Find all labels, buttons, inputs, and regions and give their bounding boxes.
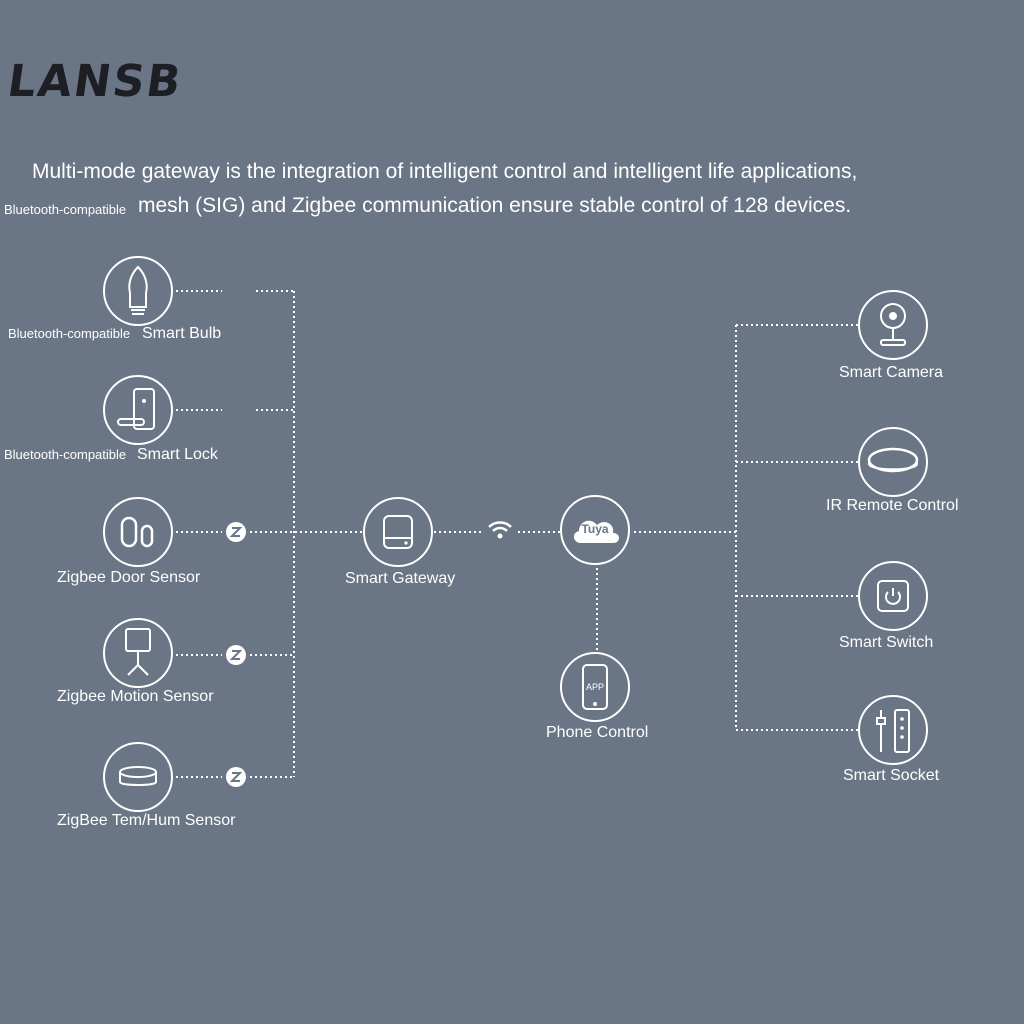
- phone-icon: [582, 664, 608, 710]
- smart-gateway-node: [363, 497, 433, 567]
- smart-gateway-label: Smart Gateway: [345, 570, 456, 587]
- app-text: APP: [585, 682, 604, 692]
- door-sensor-node: [103, 497, 173, 567]
- ir-remote-node: [858, 427, 928, 497]
- temhum-sensor-label: ZigBee Tem/Hum Sensor: [57, 812, 236, 829]
- smart-camera-node: [858, 290, 928, 360]
- socket-icon: [876, 709, 910, 753]
- smart-switch-node: [858, 561, 928, 631]
- lock-icon: [117, 388, 155, 430]
- temhum-sensor-node: [103, 742, 173, 812]
- intro-line-2: mesh (SIG) and Zigbee communication ensu…: [138, 194, 852, 217]
- smart-socket-label: Smart Socket: [843, 767, 940, 784]
- motion-sensor-node: [103, 618, 173, 688]
- camera-icon: [880, 303, 906, 346]
- gateway-icon: [383, 515, 413, 549]
- zigbee-icon: [226, 522, 246, 542]
- smart-bulb-prefix: Bluetooth-compatible: [8, 326, 131, 341]
- motion-sensor-label: Zigbee Motion Sensor: [57, 688, 214, 705]
- tuya-label: Tuya: [581, 522, 609, 536]
- phone-control-node: APP: [560, 652, 630, 722]
- intro-line-1: Multi-mode gateway is the integration of…: [32, 160, 858, 183]
- smart-bulb-label: Smart Bulb: [142, 325, 222, 342]
- smart-lock-label: Smart Lock: [137, 446, 218, 463]
- motion-sensor-icon: [125, 628, 151, 676]
- wifi-icon: [488, 521, 512, 539]
- intro-line-2-prefix: Bluetooth-compatible: [4, 202, 127, 217]
- smart-socket-node: [858, 695, 928, 765]
- phone-control-label: Phone Control: [546, 724, 649, 741]
- smart-switch-label: Smart Switch: [839, 634, 934, 651]
- temhum-sensor-icon: [119, 766, 157, 786]
- cloud-icon: [573, 520, 619, 543]
- tuya-cloud-node: Tuya: [560, 495, 630, 565]
- zigbee-icon: [226, 645, 246, 665]
- door-sensor-label: Zigbee Door Sensor: [57, 569, 201, 586]
- zigbee-icon: [226, 767, 246, 787]
- ir-remote-label: IR Remote Control: [826, 497, 959, 514]
- bulb-icon: [128, 265, 148, 315]
- smart-lock-node: [103, 375, 173, 445]
- switch-icon: [877, 580, 909, 612]
- door-sensor-icon: [120, 516, 154, 548]
- smart-bulb-node: [103, 256, 173, 326]
- smart-camera-label: Smart Camera: [839, 364, 944, 381]
- smart-lock-prefix: Bluetooth-compatible: [4, 447, 127, 462]
- ir-remote-icon: [867, 447, 919, 473]
